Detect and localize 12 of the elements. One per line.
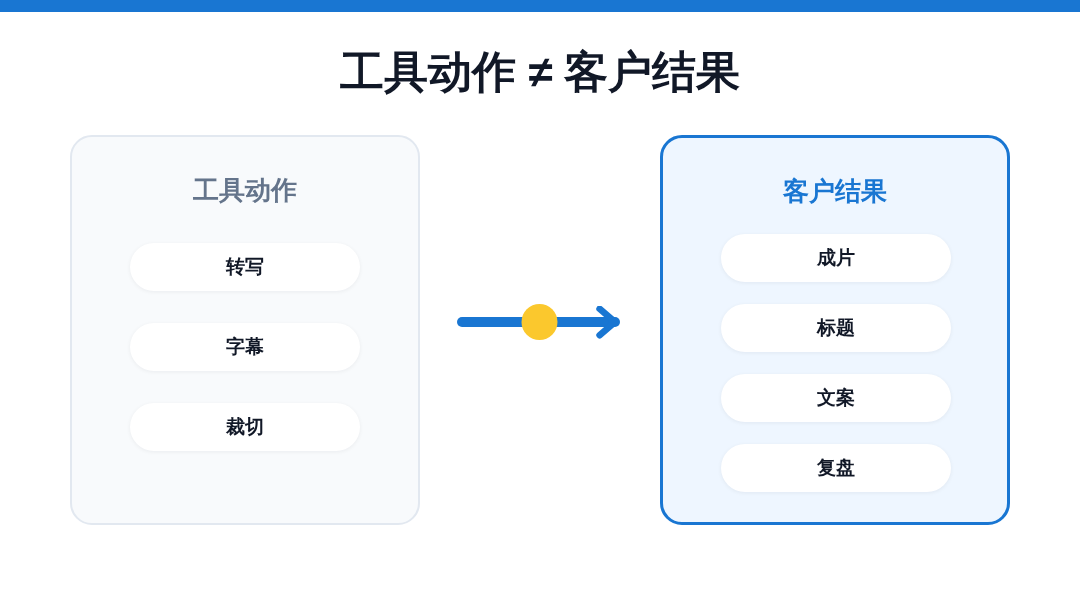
item-pill: 成片 [721, 234, 951, 282]
panel-heading: 工具动作 [192, 174, 298, 207]
item-pill: 字幕 [130, 323, 360, 371]
item-pill: 转写 [130, 243, 360, 291]
panel [70, 135, 420, 525]
item-pill: 复盘 [721, 444, 951, 492]
item-pill: 文案 [721, 374, 951, 422]
panel [660, 135, 1010, 525]
panel-heading: 客户结果 [782, 175, 888, 208]
title: 工具动作 ≠ 客户结果 [338, 46, 742, 98]
item-pill: 标题 [721, 304, 951, 352]
item-pill: 裁切 [130, 403, 360, 451]
